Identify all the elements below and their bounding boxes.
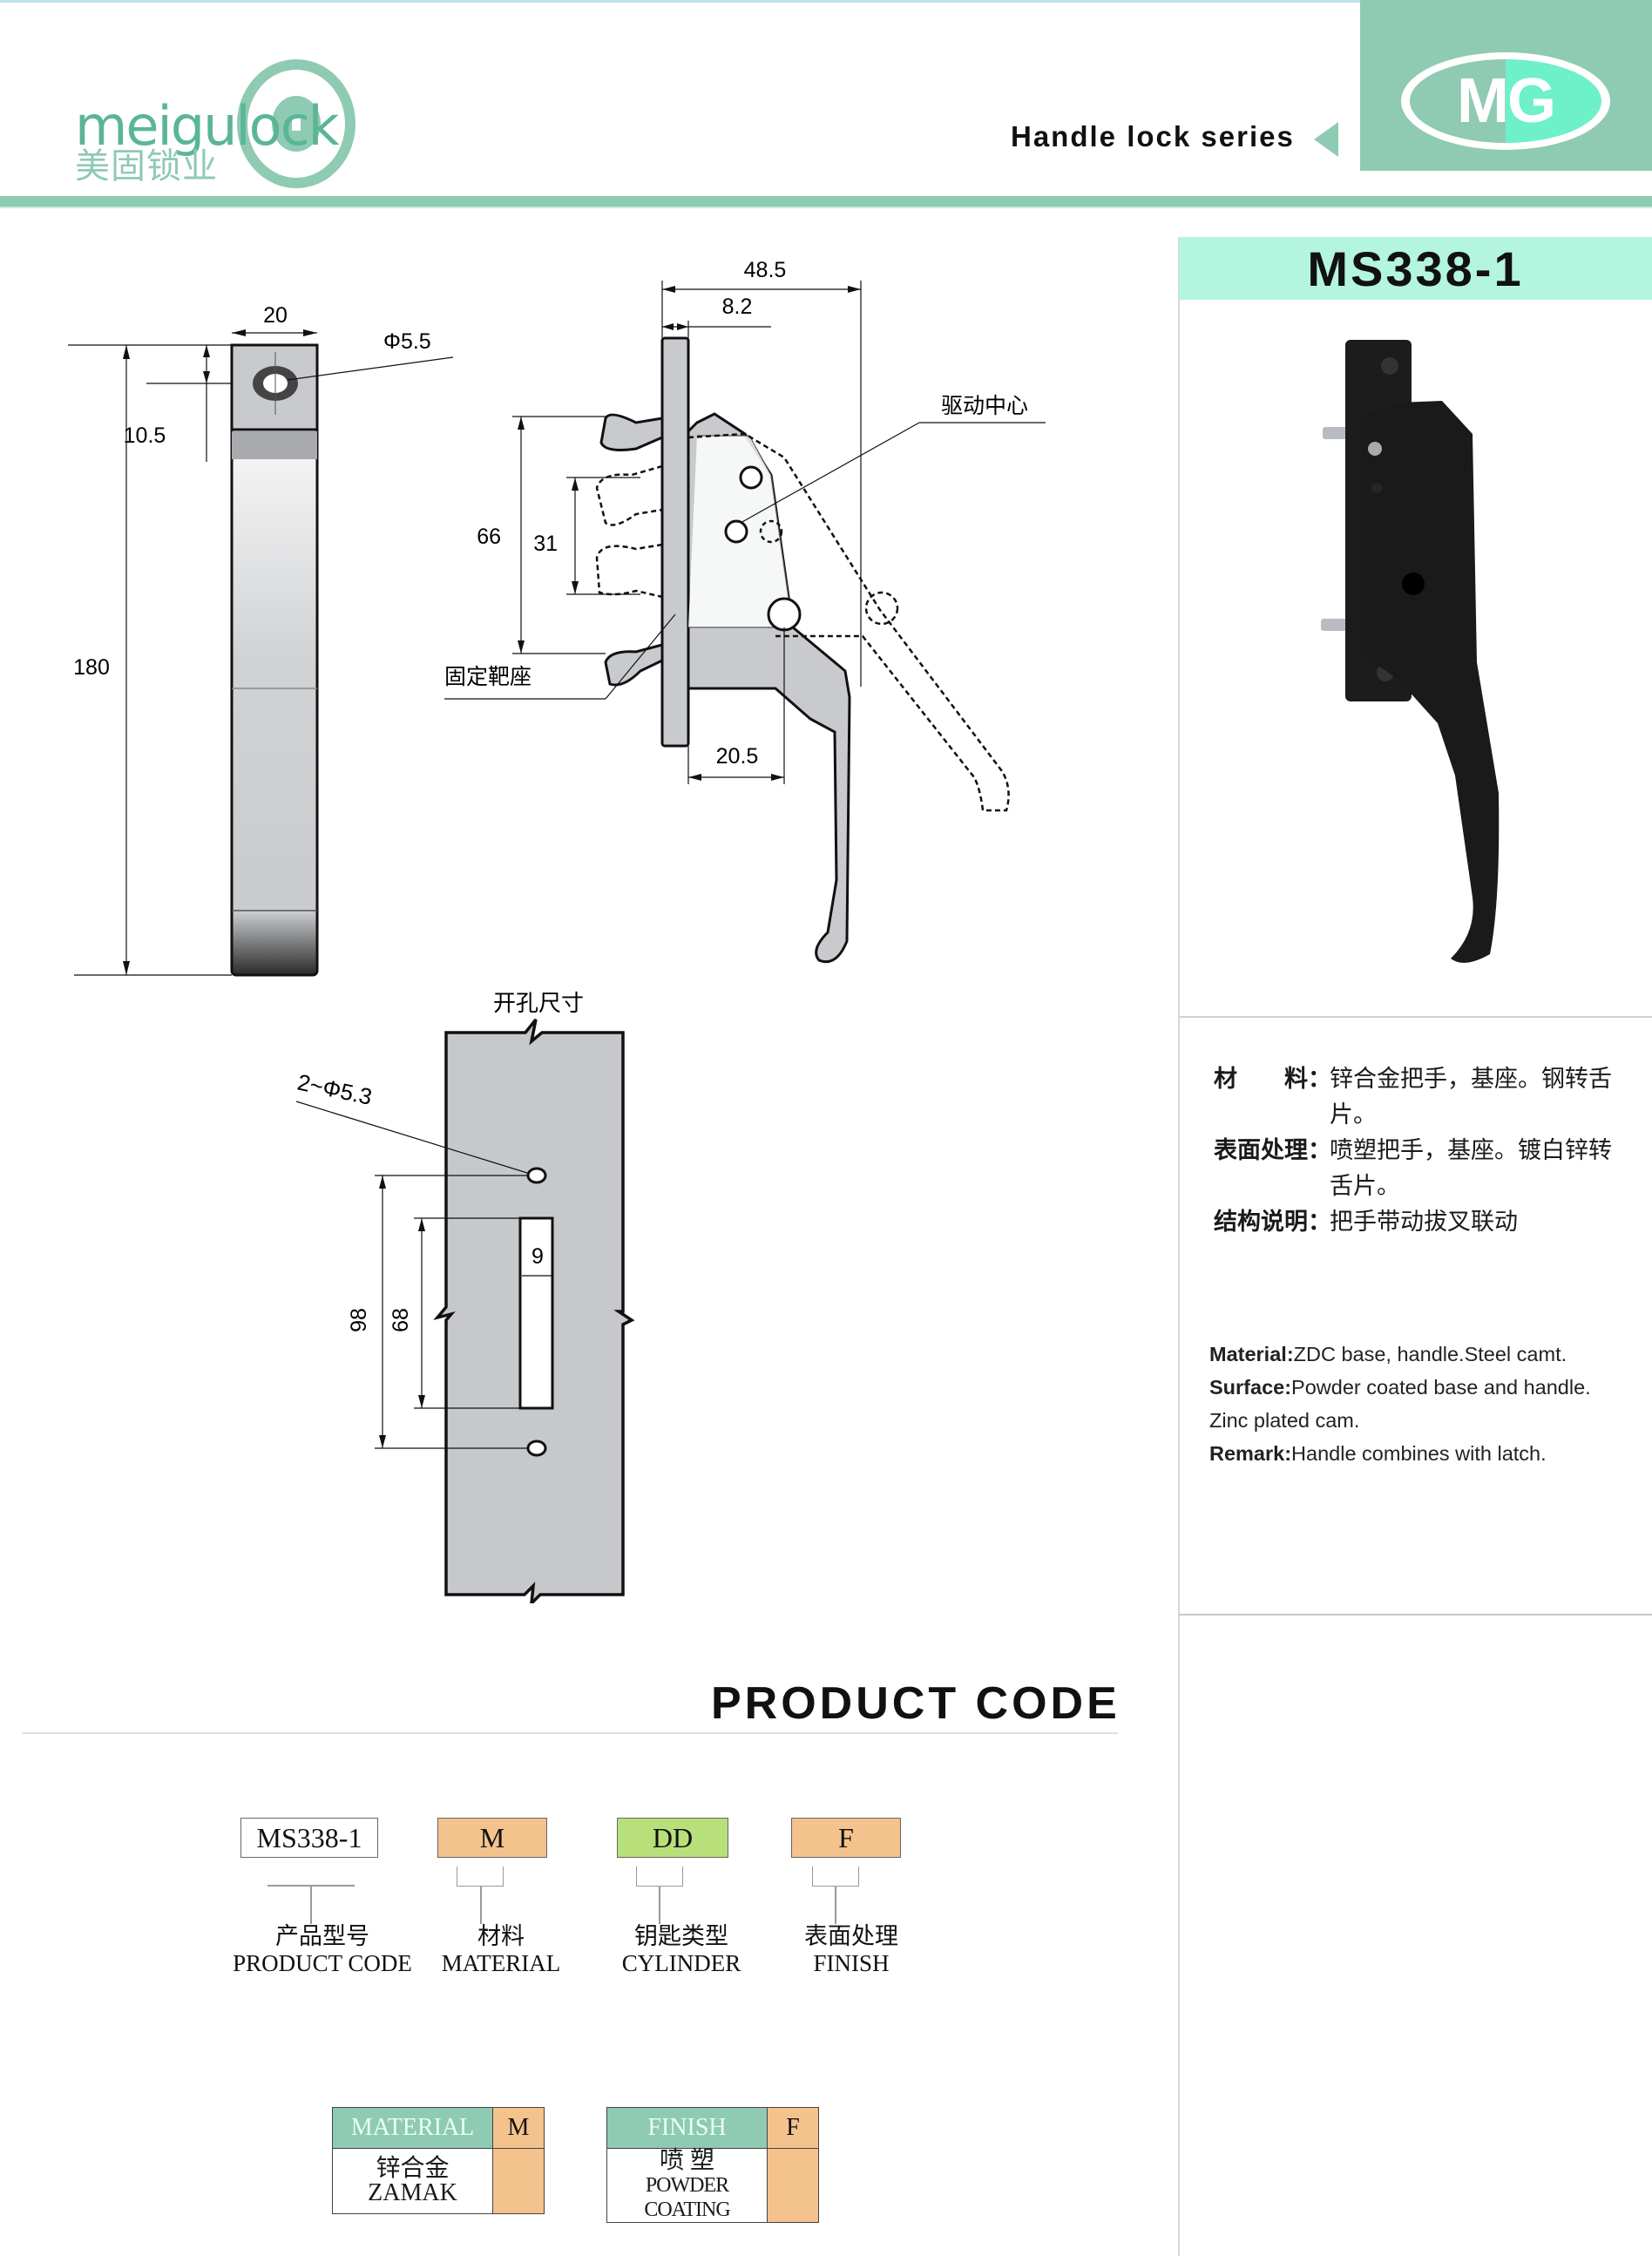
cutout-drawing: 开孔尺寸 9 2~Φ5.3 98 68: [295, 990, 635, 1603]
finish-table-code-cell: [767, 2148, 819, 2223]
top-rule: [0, 0, 1652, 3]
spec-structure-cn: 结构说明： 把手带动拔叉联动: [1214, 1209, 1518, 1236]
header-green-bar-light: [0, 207, 1652, 208]
stem-model: [310, 1886, 312, 1924]
code-box-model: MS338-1: [240, 1818, 378, 1858]
dim-hole-offset: 10.5: [124, 423, 166, 448]
product-photo: [1321, 340, 1500, 963]
stem-cylinder: [659, 1886, 660, 1924]
dim-hole-spec: 2~Φ5.3: [295, 1069, 375, 1110]
cutout-title: 开孔尺寸: [493, 990, 584, 1016]
finish-table-code: F: [767, 2107, 819, 2149]
bracket-model: [267, 1885, 355, 1887]
finish-table-header: FINISH: [606, 2107, 768, 2149]
mg-badge-text: MG: [1457, 66, 1556, 136]
header-green-bar: [0, 196, 1652, 207]
label-fixed-seat: 固定靶座: [444, 665, 531, 689]
brand-cn: 美固锁业: [75, 146, 218, 186]
front-view-drawing: 20 Φ5.5 10.5 180: [68, 303, 454, 977]
material-table-code-cell: [492, 2148, 545, 2214]
code-box-cylinder: DD: [617, 1818, 728, 1858]
dim-slot-length: 68: [389, 1308, 413, 1332]
side-view-drawing: 48.5 8.2 驱动中心 66 31 固定靶座 20.5: [444, 258, 1046, 964]
material-table-header: MATERIAL: [332, 2107, 493, 2149]
dim-handle-offset: 20.5: [716, 744, 759, 769]
brand-wordmark: meigulock: [75, 94, 340, 158]
bracket-material: [457, 1866, 504, 1887]
label-drive-center: 驱动中心: [941, 394, 1028, 418]
product-code-title: PRODUCT CODE: [711, 1678, 1121, 1729]
spec-remark-en: Remark:Handle combines with latch.: [1209, 1442, 1547, 1465]
product-model-title: MS338-1: [1179, 237, 1652, 300]
panel-divider-photo: [1179, 1016, 1652, 1018]
code-box-material: M: [437, 1818, 547, 1858]
bracket-finish: [812, 1866, 859, 1887]
spec-material-en: Material:ZDC base, handle.Steel camt.: [1209, 1343, 1567, 1365]
series-label: Handle lock series: [1011, 120, 1295, 152]
dim-width: 20: [263, 303, 288, 328]
logo-ring-icon: [237, 59, 355, 188]
specs-english: Material:ZDC base, handle.Steel camt. Su…: [1209, 1338, 1591, 1470]
code-box-finish: F: [791, 1818, 901, 1858]
dim-base-thickness: 8.2: [722, 295, 753, 319]
dim-cam-inner: 31: [533, 532, 558, 556]
specs-chinese: 材 料： 锌合金把手，基座。钢转舌片。 表面处理： 喷塑把手，基座。镀白锌转舌片…: [1214, 1061, 1617, 1240]
dim-hole-diameter: Φ5.5: [383, 329, 431, 354]
dim-slot-width: 9: [531, 1244, 544, 1269]
spec-material-cn: 材 料： 锌合金把手，基座。钢转舌片。: [1214, 1066, 1612, 1128]
dim-height: 180: [73, 655, 110, 680]
material-table-code: M: [492, 2107, 545, 2149]
spec-surface-cn: 表面处理： 喷塑把手，基座。镀白锌转舌片。: [1214, 1137, 1612, 1200]
stem-finish: [835, 1886, 836, 1924]
spec-surface-en-cont: Zinc plated cam.: [1209, 1409, 1360, 1432]
stem-material: [480, 1886, 482, 1924]
spec-surface-en: Surface:Powder coated base and handle.: [1209, 1376, 1591, 1399]
dim-hole-pitch: 98: [347, 1308, 371, 1332]
product-info-panel: [1178, 237, 1652, 2256]
dim-total-depth: 48.5: [744, 258, 787, 282]
dim-cam-span: 66: [477, 525, 501, 549]
panel-divider-bottom: [1179, 1614, 1652, 1616]
product-code-rule: [22, 1732, 1118, 1734]
bracket-cylinder: [636, 1866, 683, 1887]
mg-badge-inner: [1410, 59, 1601, 143]
triangle-pointer-icon: [1314, 122, 1338, 157]
brand-logo: meigulock 美固锁业: [0, 0, 418, 196]
